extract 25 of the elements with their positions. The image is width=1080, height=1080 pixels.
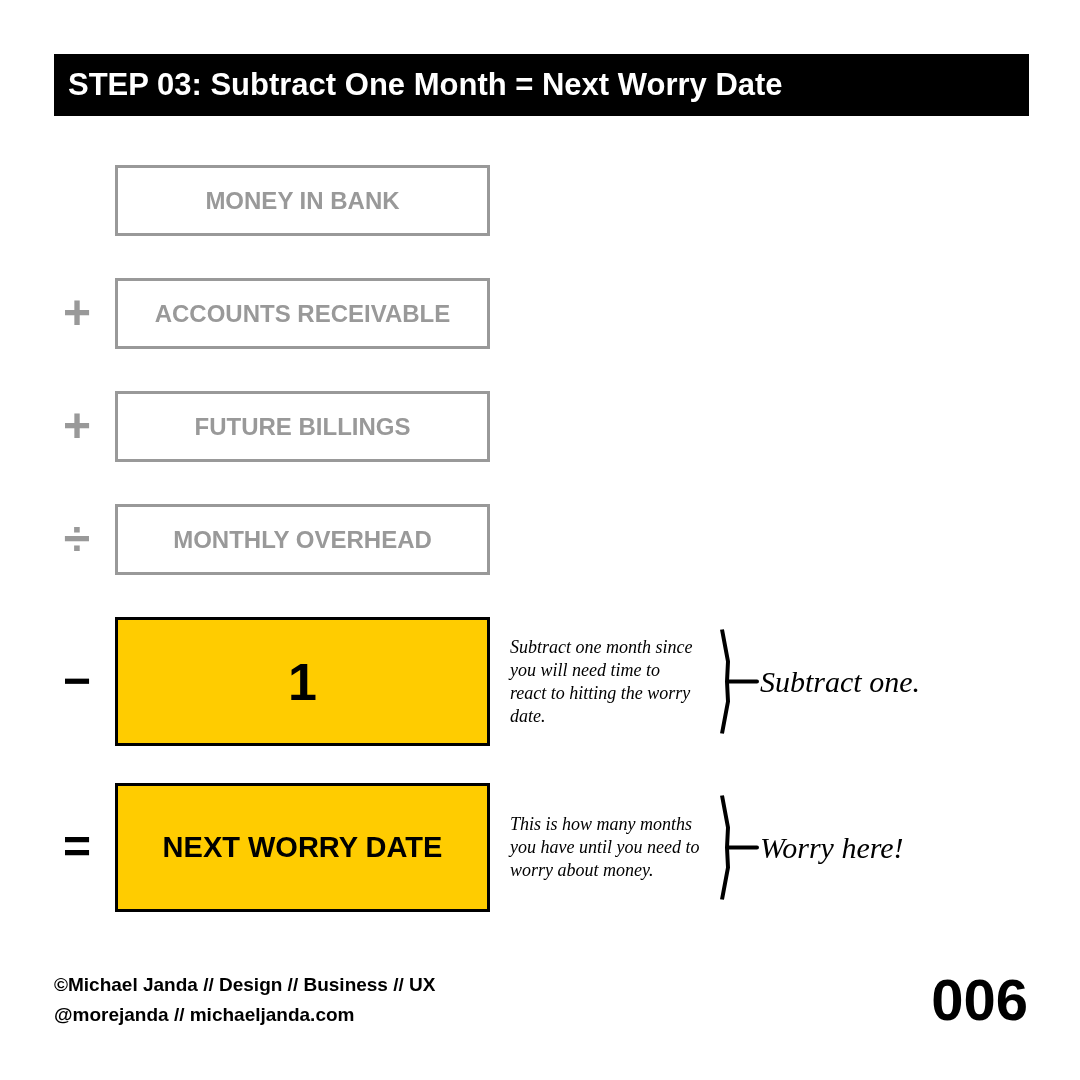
term-box <box>115 165 490 236</box>
box-text: ACCOUNTS RECEIVABLE <box>154 299 451 328</box>
box-text: MONEY IN BANK <box>205 186 400 215</box>
operator-symbol: ÷ <box>62 514 92 564</box>
operator-symbol: − <box>62 656 92 706</box>
handwritten-note: This is how many months you have until you need to worry about money. <box>510 813 700 882</box>
credit-text: ©Michael Janda // Design // Business // UX <box>54 974 436 996</box>
term-box <box>115 278 490 349</box>
box-text: 1 <box>288 651 317 712</box>
page-number: 006 <box>931 968 1028 1032</box>
box-text: MONTHLY OVERHEAD <box>173 525 432 554</box>
operator-symbol: + <box>62 401 92 451</box>
highlight-box <box>115 617 490 746</box>
operator-symbol: = <box>62 822 92 872</box>
credit-text: @morejanda // michaeljanda.com <box>54 1004 355 1026</box>
highlight-box <box>115 783 490 912</box>
handwritten-note: Worry here! <box>760 830 904 865</box>
handwritten-note: Subtract one month since you will need time to react to hitting the worry date. <box>510 635 694 728</box>
title-banner: STEP 03: Subtract One Month = Next Worry Date <box>54 54 1029 116</box>
box-text: NEXT WORRY DATE <box>162 831 443 864</box>
box-text: FUTURE BILLINGS <box>194 412 411 441</box>
term-box <box>115 391 490 462</box>
term-box <box>115 504 490 575</box>
handwritten-note: Subtract one. <box>760 664 920 699</box>
operator-symbol: + <box>62 288 92 338</box>
